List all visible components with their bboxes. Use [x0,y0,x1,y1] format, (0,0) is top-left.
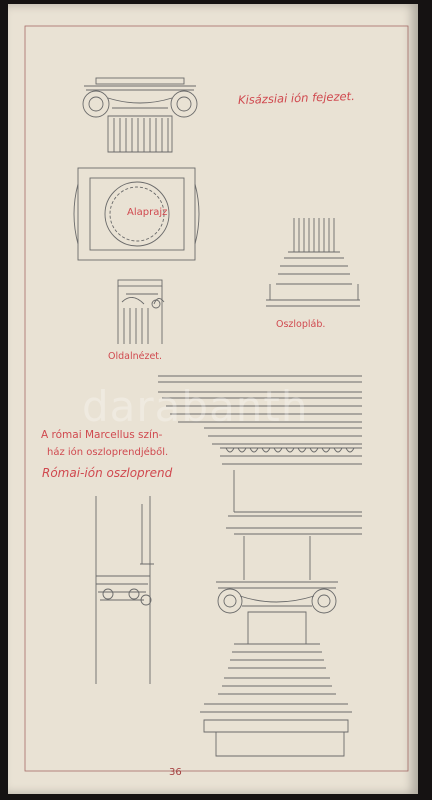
capital-side-view [117,279,165,344]
page-border [24,25,409,772]
watermark: darabanth [82,382,309,431]
marcellus-column-detail [95,496,154,684]
notebook-page: Kisázsiai ión fejezet. Alaprajz Oszloplá… [8,4,418,794]
roman-ionic-entablature [158,375,362,535]
ionic-capital-plan [73,167,200,261]
ionic-capital-front [82,77,198,153]
column-base [266,218,360,307]
marcellus-caption-line2: ház ión oszloprendjéből. [47,447,169,458]
oldalnezet-label: Oldalnézet. [108,351,163,362]
architectural-drawing [24,25,409,772]
romai-ion-oszloprend-heading: Római-ión oszloprend [42,466,173,480]
alaprajz-label: Alaprajz [127,207,168,218]
page-number: 36 [169,767,182,778]
oszlopalab-label: Oszlopláb. [276,319,326,330]
roman-ionic-column [200,536,352,757]
marcellus-caption-line1: A római Marcellus szín- [41,429,163,441]
